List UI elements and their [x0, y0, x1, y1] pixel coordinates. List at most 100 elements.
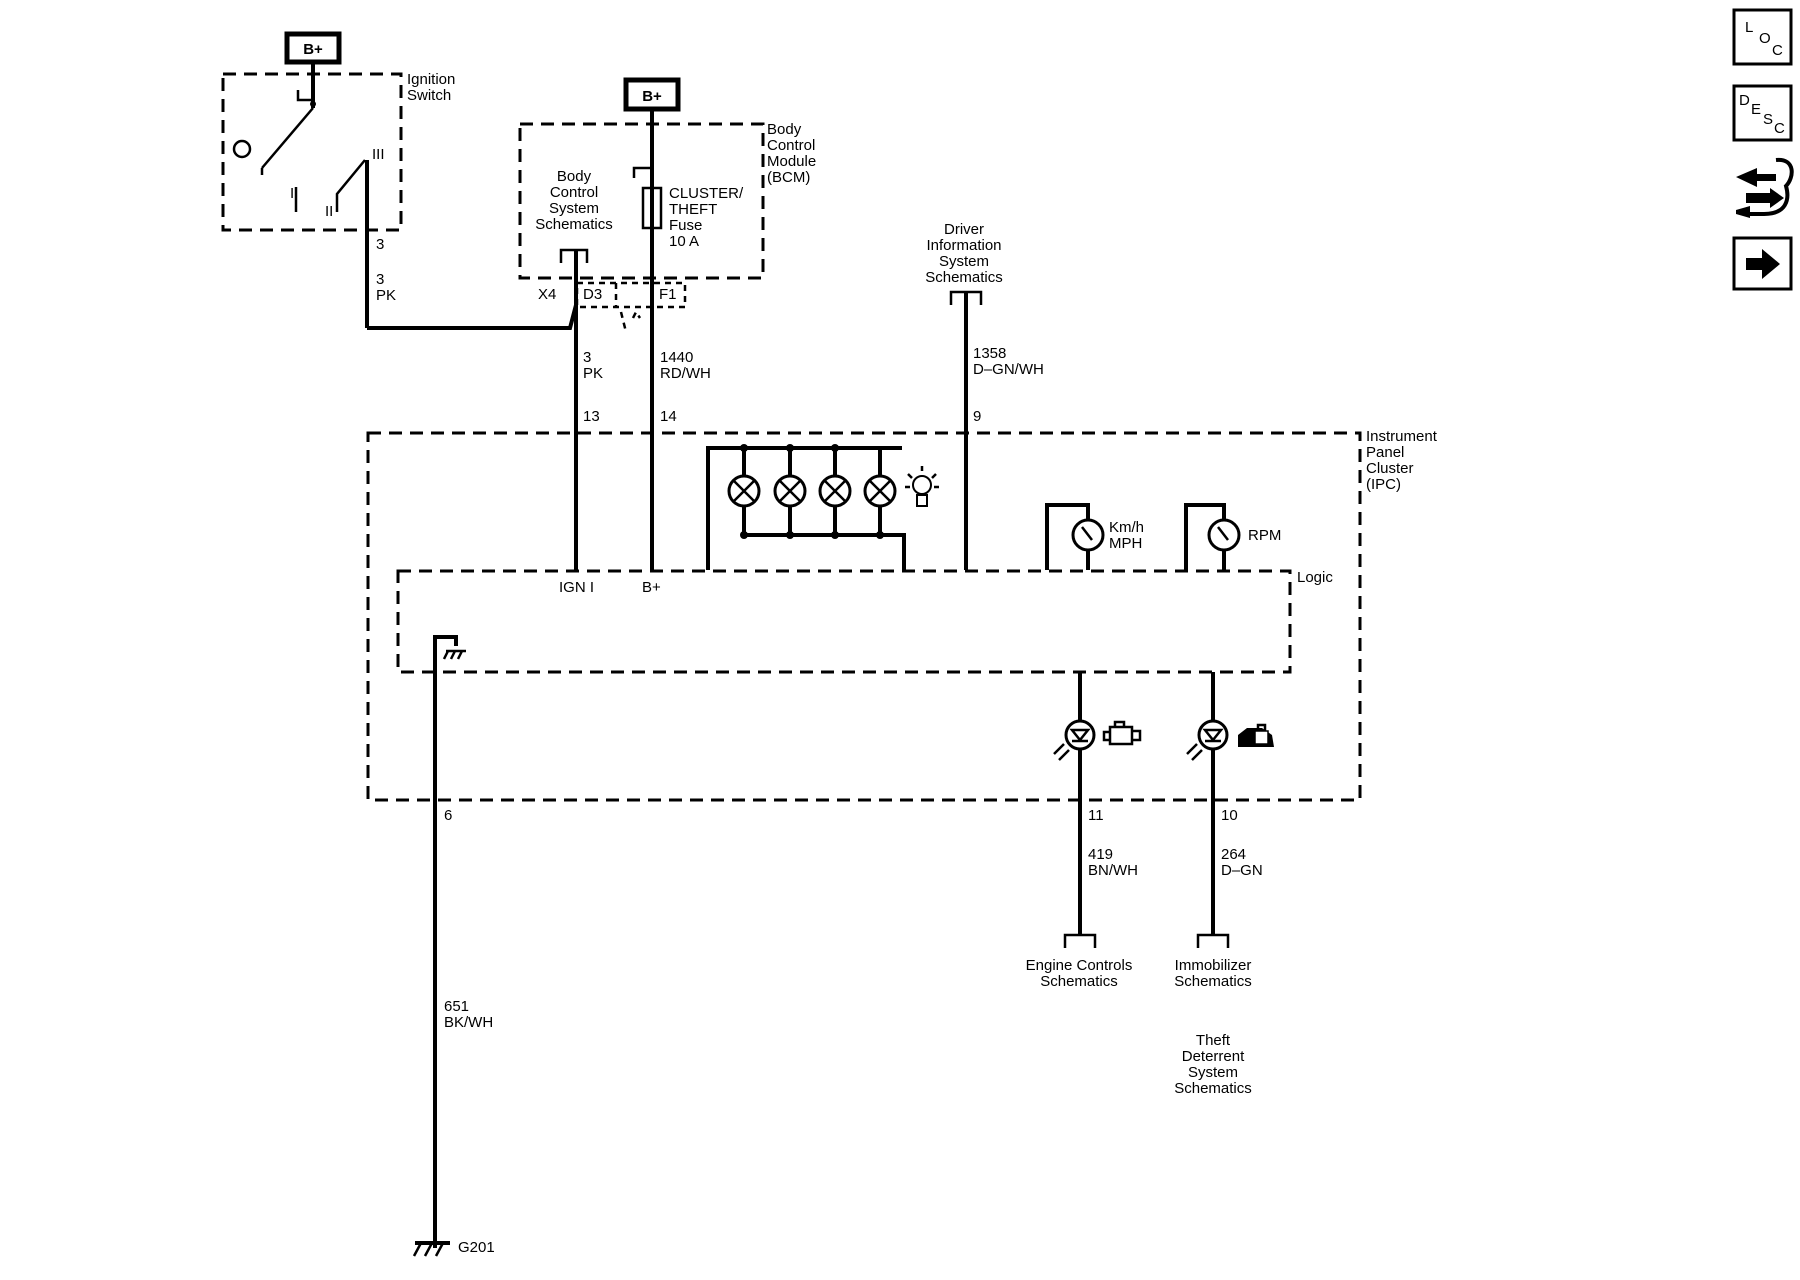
engine-ref-1: Engine Controls	[1026, 957, 1133, 974]
ign-pos-3: III	[372, 146, 385, 163]
bcm-ref-3: System	[549, 200, 599, 217]
dis-circuit: 1358	[973, 345, 1006, 362]
batt-pin: 14	[660, 408, 677, 425]
security-led	[1197, 719, 1229, 751]
ipc-name-3: Cluster	[1366, 460, 1414, 477]
desc-e: E	[1751, 101, 1761, 118]
engine-pin: 11	[1088, 807, 1104, 824]
wire-ign-to-bcm	[367, 304, 578, 330]
theft-line-2: Deterrent	[1182, 1048, 1245, 1065]
loc-button[interactable]: L O C	[1732, 8, 1793, 66]
ignition-switch-box	[221, 72, 403, 232]
dis-color: D–GN/WH	[973, 361, 1044, 378]
bcm-ref-1: Body	[557, 168, 592, 185]
engine-ref-2: Schematics	[1040, 973, 1118, 990]
desc-s: S	[1763, 111, 1773, 128]
speedometer-gauge: Km/h MPH	[1045, 503, 1144, 570]
next-arrow-button[interactable]	[1732, 236, 1793, 291]
illumination-lamps	[706, 444, 906, 570]
immobilizer-circuit: 10 264 D–GN Immobilizer Schematics Theft…	[1174, 672, 1274, 1097]
dis-line-3: System	[939, 253, 989, 270]
ipc-name-1: Instrument	[1366, 428, 1438, 445]
driver-information-system: Driver Information System Schematics 135…	[925, 221, 1044, 570]
ipc-box	[366, 431, 1362, 802]
check-engine-led	[1064, 719, 1096, 751]
body-control-module: B+ Body Control Module (BCM) Body Contro…	[518, 77, 816, 333]
fuse-label-1: CLUSTER/	[669, 185, 744, 202]
bcm-name-1: Body	[767, 121, 802, 138]
dis-line-4: Schematics	[925, 269, 1003, 286]
ign-pos-2: II	[325, 203, 333, 220]
ground-name: G201	[458, 1239, 495, 1256]
tachometer-gauge: RPM	[1184, 503, 1281, 570]
ign-switch-pin: 3	[376, 236, 384, 253]
engine-circuit: 419	[1088, 846, 1113, 863]
conn-d3: D3	[583, 286, 602, 303]
batt-color: RD/WH	[660, 365, 711, 382]
arrow-right-icon	[1746, 249, 1780, 279]
speed-label-1: Km/h	[1109, 519, 1144, 536]
ign-out-pin: 13	[583, 408, 600, 425]
ign-out-color: PK	[583, 365, 603, 382]
rpm-label: RPM	[1248, 527, 1281, 544]
ign-bplus-label: B+	[303, 41, 323, 58]
ign-off-circle	[232, 139, 252, 159]
dis-line-1: Driver	[944, 221, 984, 238]
ignition-switch: B+ Ignition Switch I II III 3 3 PK	[221, 31, 455, 328]
ipc-bplus-label: B+	[642, 579, 661, 596]
dis-pin: 9	[973, 408, 981, 425]
loc-o: O	[1759, 30, 1771, 47]
bcm-ref-2: Control	[550, 184, 598, 201]
ign-wire-circuit: 3	[376, 271, 384, 288]
batt-circuit: 1440	[660, 349, 693, 366]
immob-pin: 10	[1221, 807, 1238, 824]
ipc-name-4: (IPC)	[1366, 476, 1401, 493]
theft-line-4: Schematics	[1174, 1080, 1252, 1097]
bcm-bplus-label: B+	[642, 88, 662, 105]
ipc-ign-label: IGN I	[559, 579, 594, 596]
conn-x4: X4	[538, 286, 556, 303]
fuse-label-4: 10 A	[669, 233, 699, 250]
bcm-name-2: Control	[767, 137, 815, 154]
lock-car-icon	[1238, 723, 1274, 747]
engine-color: BN/WH	[1088, 862, 1138, 879]
ground-pin: 6	[444, 807, 452, 824]
immob-color: D–GN	[1221, 862, 1263, 879]
bcm-ref-4: Schematics	[535, 216, 613, 233]
wire-ground	[433, 635, 458, 1248]
connector-tool-icon[interactable]	[1736, 157, 1794, 218]
ign-switch-name-2: Switch	[407, 87, 451, 104]
conn-f1: F1	[659, 286, 677, 303]
theft-line-1: Theft	[1196, 1032, 1231, 1049]
logic-box	[396, 569, 1292, 674]
ign-pos-1: I	[290, 185, 294, 202]
loc-l: L	[1745, 19, 1753, 36]
immob-ref-2: Schematics	[1174, 973, 1252, 990]
immob-ref-1: Immobilizer	[1175, 957, 1252, 974]
ground-circuit: 651	[444, 998, 469, 1015]
fuse-label-3: Fuse	[669, 217, 702, 234]
immob-circuit: 264	[1221, 846, 1246, 863]
ground-color: BK/WH	[444, 1014, 493, 1031]
ground-g201-icon	[412, 1241, 450, 1257]
engine-icon	[1102, 720, 1142, 746]
desc-c: C	[1774, 120, 1785, 137]
fuse-label-2: THEFT	[669, 201, 717, 218]
logic-label: Logic	[1297, 569, 1333, 586]
bcm-box	[518, 122, 765, 280]
desc-button[interactable]: D E S C	[1732, 84, 1793, 142]
ign-wire-color: PK	[376, 287, 396, 304]
ipc-name-2: Panel	[1366, 444, 1404, 461]
speed-label-2: MPH	[1109, 535, 1142, 552]
theft-line-3: System	[1188, 1064, 1238, 1081]
bcm-name-3: Module	[767, 153, 816, 170]
ign-switch-name-1: Ignition	[407, 71, 455, 88]
bcm-name-4: (BCM)	[767, 169, 810, 186]
bulb-icon	[905, 466, 939, 507]
desc-d: D	[1739, 92, 1750, 109]
dis-line-2: Information	[926, 237, 1001, 254]
loc-c: C	[1772, 42, 1783, 59]
engine-controls-circuit: 11 419 BN/WH Engine Controls Schematics	[1026, 672, 1142, 990]
ign-out-circuit: 3	[583, 349, 591, 366]
